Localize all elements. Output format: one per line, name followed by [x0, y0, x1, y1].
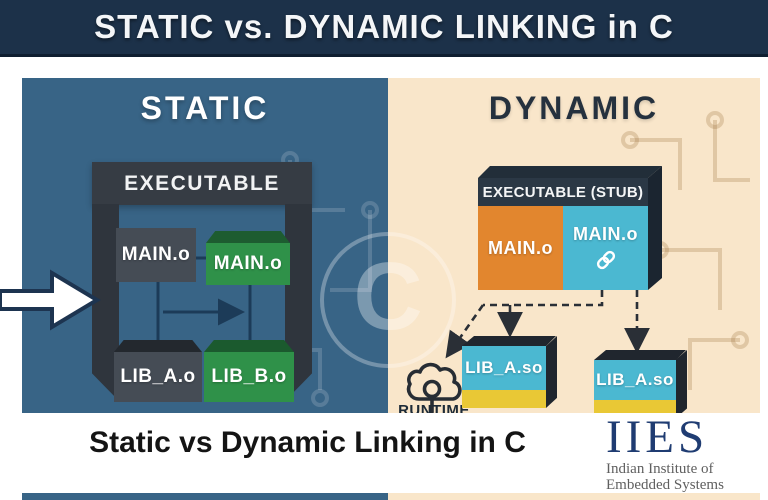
lib-so-left-top-face — [462, 336, 556, 346]
lib-so-right-side-face — [676, 350, 687, 418]
dynamic-main-object-label: MAIN.o — [488, 237, 553, 258]
dynamic-lib-so-right-label: LIB_A.so — [596, 370, 674, 389]
static-lib-b-box: LIB_B.o — [204, 340, 294, 402]
c-language-watermark: C — [320, 232, 456, 368]
static-heading: STATIC — [140, 90, 270, 126]
iies-logo: IIES Indian Institute of Embedded System… — [606, 413, 764, 493]
box-top-face — [204, 340, 294, 352]
link-icon — [596, 250, 615, 270]
top-banner: STATIC vs. DYNAMIC LINKING in C — [0, 0, 768, 57]
dynamic-lib-so-left-label: LIB_A.so — [465, 358, 543, 377]
banner-title: STATIC vs. DYNAMIC LINKING in C — [94, 8, 674, 45]
footer-band: Static vs Dynamic Linking in C IIES Indi… — [0, 413, 768, 493]
dynamic-lib-so-right-box: LIB_A.so — [594, 360, 676, 400]
static-lib-a-label: LIB_A.o — [120, 366, 196, 387]
iies-logo-line2: Embedded Systems — [606, 477, 724, 493]
dynamic-lib-so-left-box: LIB_A.so — [462, 346, 546, 390]
iies-logo-acronym: IIES — [606, 411, 709, 463]
dynamic-main-stub-box: MAIN.o — [563, 206, 648, 290]
static-executable-frame-top: EXECUTABLE — [92, 162, 312, 205]
box-top-face — [114, 340, 202, 352]
static-main-object-label: MAIN.o — [121, 244, 191, 265]
static-executable-label: EXECUTABLE — [124, 171, 280, 195]
footer-caption: Static vs Dynamic Linking in C — [89, 426, 526, 459]
dynamic-main-object-box: MAIN.o — [478, 206, 563, 290]
input-arrow-icon — [0, 269, 101, 331]
static-main-object-linked-label: MAIN.o — [213, 253, 283, 274]
dynamic-heading: DYNAMIC — [488, 90, 660, 126]
lib-so-right-top-face — [594, 350, 686, 360]
static-connector-lines — [156, 256, 252, 340]
dynamic-dashed-connectors — [445, 290, 650, 359]
stub-executable-top-face — [478, 166, 662, 178]
lib-so-left-side-face — [546, 336, 557, 408]
box-top-face — [206, 231, 290, 243]
c-watermark-letter: C — [353, 243, 423, 350]
stub-executable-label: EXECUTABLE (STUB) — [482, 183, 644, 201]
stub-executable-side-face — [648, 166, 662, 290]
stub-executable-header: EXECUTABLE (STUB) — [478, 178, 648, 206]
static-main-object-linked-box: MAIN.o — [206, 231, 290, 285]
runtime-cloud-icon — [406, 362, 462, 413]
static-lib-b-label: LIB_B.o — [211, 366, 287, 387]
iies-logo-line1: Indian Institute of — [606, 461, 714, 477]
dynamic-main-stub-label: MAIN.o — [573, 224, 638, 244]
dynamic-lib-so-left-base — [462, 390, 546, 408]
static-lib-a-box: LIB_A.o — [114, 340, 202, 402]
static-main-object-box: MAIN.o — [116, 228, 196, 282]
